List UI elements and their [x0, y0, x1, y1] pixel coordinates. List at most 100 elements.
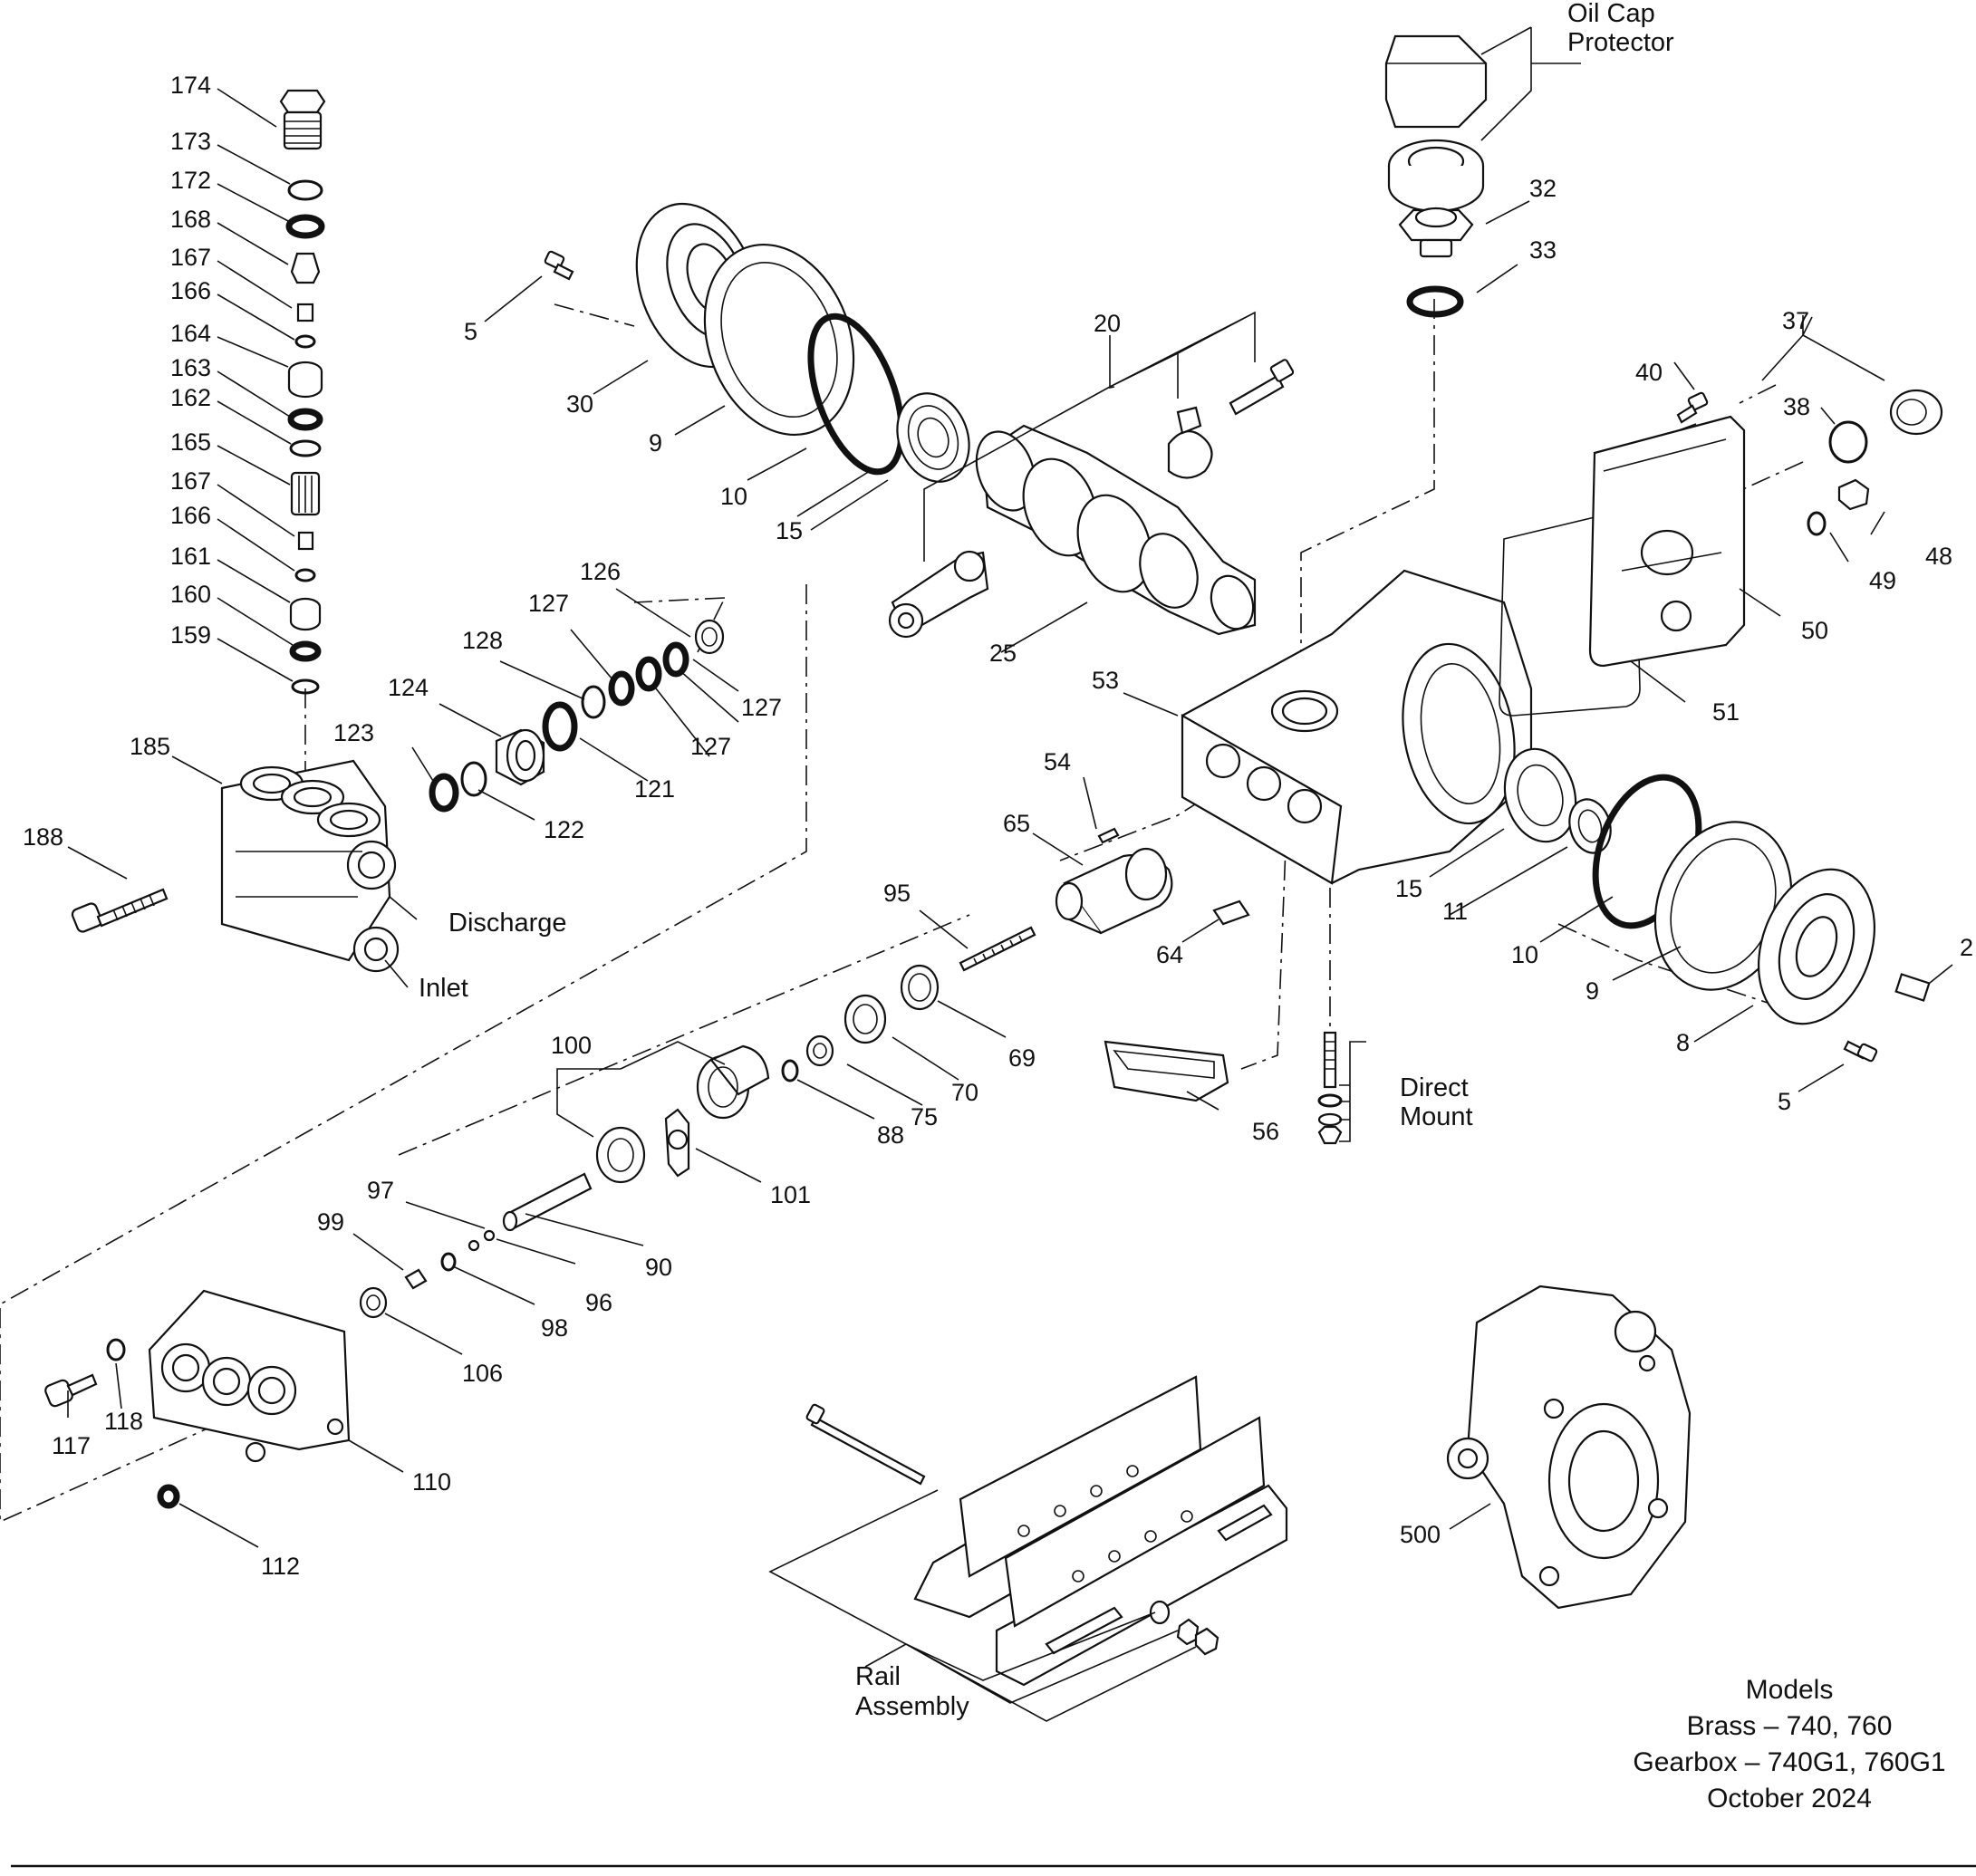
discharge-label: Discharge [448, 909, 567, 938]
gasket-9-right [1653, 821, 1793, 991]
rod-cap-20 [1167, 406, 1213, 479]
callout-54: 54 [1044, 748, 1071, 775]
callout-9b: 9 [1586, 977, 1599, 1005]
callout-112: 112 [261, 1553, 300, 1580]
seal-stack [429, 619, 725, 813]
manifold-185 [220, 759, 400, 973]
callout-9a: 9 [649, 429, 662, 457]
callout-10a: 10 [720, 483, 747, 510]
rail-nut-a [1176, 1618, 1200, 1646]
callout-8: 8 [1676, 1029, 1690, 1056]
cap-174 [279, 89, 326, 150]
callout-5a: 5 [464, 318, 477, 345]
ring-98 [440, 1252, 457, 1272]
models-block: Models Brass – 740, 760 Gearbox – 740G1,… [1633, 1675, 1945, 1813]
sleeve-100 [696, 1044, 770, 1120]
part-166b [294, 568, 316, 582]
crosshead-65 [1055, 847, 1173, 935]
callout-118: 118 [104, 1408, 143, 1435]
callout-15b: 15 [1395, 875, 1422, 902]
callout-162: 162 [170, 384, 211, 411]
rear-cover-50 [1588, 415, 1746, 668]
callout-97: 97 [367, 1177, 394, 1204]
callout-500: 500 [1400, 1521, 1441, 1548]
direct-mount-label-line2: Mount [1400, 1102, 1473, 1131]
callout-5b: 5 [1778, 1088, 1791, 1115]
key-2 [1894, 973, 1931, 1002]
callout-90: 90 [645, 1254, 672, 1281]
oring-173 [287, 179, 323, 201]
seal-127a [608, 670, 635, 707]
bolt-5-right [1843, 1040, 1878, 1063]
part-168 [290, 252, 321, 284]
seal-70 [843, 994, 887, 1044]
callout-127a: 127 [528, 590, 569, 617]
callout-95: 95 [883, 880, 911, 907]
models-gearbox: Gearbox – 740G1, 760G1 [1633, 1747, 1945, 1777]
spring-167b [297, 531, 314, 551]
ring-162 [289, 439, 322, 457]
callout-70: 70 [951, 1079, 978, 1106]
oring-163 [287, 408, 323, 431]
callout-159: 159 [170, 621, 211, 649]
ring-96b [467, 1239, 480, 1252]
callout-164: 164 [170, 320, 211, 347]
rail-bolt [805, 1403, 926, 1486]
spring-167a [296, 303, 314, 322]
callout-20: 20 [1094, 310, 1121, 337]
plug-48 [1837, 478, 1870, 511]
callout-121: 121 [634, 775, 675, 803]
callout-167a: 167 [170, 244, 211, 271]
direct-mount-label-line1: Direct [1400, 1073, 1469, 1102]
oring-160 [289, 640, 322, 662]
bolt-99 [404, 1268, 428, 1290]
bolt-188 [71, 888, 169, 933]
callout-101: 101 [770, 1181, 811, 1208]
ring-128 [581, 685, 606, 719]
rail-nut-b [1194, 1627, 1219, 1656]
rail-assembly [913, 1375, 1288, 1687]
models-heading: Models [1746, 1675, 1834, 1705]
ring-122 [460, 761, 487, 797]
callout-50: 50 [1801, 617, 1828, 644]
oring-172 [285, 214, 325, 239]
oil-cap-32 [1398, 207, 1474, 258]
callout-128: 128 [462, 627, 503, 654]
oil-cap-label-line2: Protector [1567, 28, 1674, 57]
callout-75: 75 [911, 1103, 938, 1130]
callout-56: 56 [1252, 1118, 1279, 1145]
ring-126 [694, 619, 725, 655]
callout-48: 48 [1925, 543, 1952, 570]
group-labels: Oil Cap Protector Discharge Inlet Direct… [384, 0, 1674, 1721]
callout-165: 165 [170, 428, 211, 456]
pin-54 [1097, 827, 1120, 844]
callout-110: 110 [412, 1468, 451, 1496]
callout-25: 25 [989, 640, 1017, 667]
callout-185: 185 [130, 733, 170, 760]
callout-15a: 15 [776, 517, 803, 544]
callout-106: 106 [462, 1360, 503, 1387]
oring-112 [157, 1484, 180, 1509]
seal-127b [635, 656, 662, 692]
ring-49 [1807, 511, 1827, 536]
direct-mount-hardware [1317, 1031, 1343, 1145]
ring-123 [429, 773, 459, 813]
callout-161: 161 [170, 543, 211, 570]
retainer-100 [595, 1126, 646, 1184]
callout-38: 38 [1783, 393, 1810, 420]
callout-98: 98 [541, 1314, 568, 1342]
valve-stack [279, 89, 326, 695]
callout-188: 188 [23, 823, 63, 851]
ring-88 [781, 1059, 799, 1082]
leader-lines [67, 26, 1953, 1722]
oring-121 [542, 701, 578, 752]
callout-124: 124 [388, 674, 429, 701]
oil-cap-protector [1384, 34, 1488, 213]
head-110 [148, 1289, 351, 1463]
callout-labels: 174 173 172 168 167 166 164 163 162 165 … [23, 72, 1973, 1580]
washer-69 [900, 964, 940, 1011]
oring-10-top [807, 313, 905, 476]
plug-37 [1889, 389, 1943, 436]
rail-assembly-label-line2: Assembly [855, 1692, 969, 1721]
